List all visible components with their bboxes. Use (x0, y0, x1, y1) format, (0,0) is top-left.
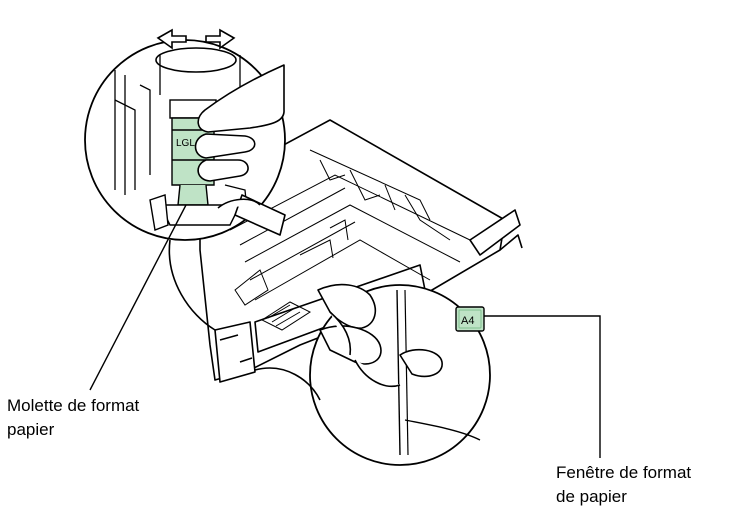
paper-size-window-callout: Fenêtre de format de papier (556, 461, 691, 509)
paper-size-window-callout-line1: Fenêtre de format (556, 463, 692, 482)
paper-size-window: A4 (455, 306, 485, 332)
window-magnifier: A4 (254, 283, 491, 466)
paper-size-dial-callout-line2: papier (7, 420, 55, 439)
hand-dial (194, 64, 286, 236)
paper-size-window-callout-line2: de papier (556, 487, 627, 506)
rotate-arrows-icon (155, 28, 237, 73)
window-label: A4 (461, 315, 474, 327)
leader-line-dial (89, 204, 187, 391)
paper-size-dial-callout: Molette de format papier (7, 394, 139, 442)
hand-window (317, 283, 443, 387)
leader-lines (89, 204, 601, 458)
paper-tray (199, 119, 523, 383)
paper-size-dial-callout-line1: Molette de format (7, 396, 140, 415)
dial-label: LGL (176, 138, 195, 149)
dial-magnifier: LGL (84, 28, 286, 331)
leader-line-window (484, 315, 601, 458)
